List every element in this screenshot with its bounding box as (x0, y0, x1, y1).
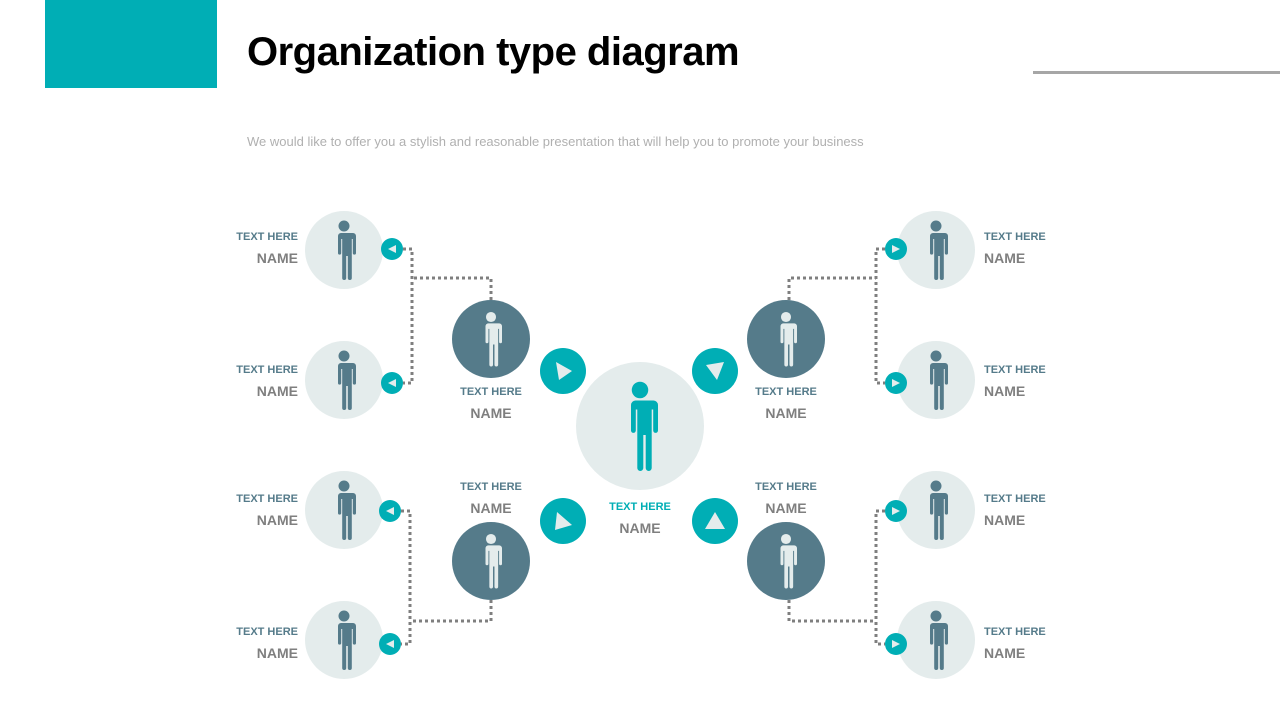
person-icon (924, 220, 948, 280)
member-name: NAME (256, 250, 298, 266)
arrow-right-icon (885, 633, 907, 655)
person-icon (332, 480, 356, 540)
member-node-left-1 (305, 211, 383, 289)
center-node (576, 362, 704, 490)
accent-block (45, 0, 217, 88)
person-icon (332, 610, 356, 670)
member-label-left-3: TEXT HERE NAME (218, 492, 298, 530)
member-label-right-3: TEXT HERE NAME (984, 492, 1064, 530)
triangle-arrow-icon (705, 512, 725, 529)
triangle-arrow-icon (892, 245, 900, 253)
person-icon (924, 480, 948, 540)
arrow-top-right-icon (692, 348, 738, 394)
member-text: TEXT HERE (236, 626, 298, 638)
triangle-arrow-icon (706, 362, 724, 380)
arrow-left-icon (381, 238, 403, 260)
triangle-arrow-icon (892, 640, 900, 648)
member-name: NAME (984, 512, 1026, 528)
header-rule (1033, 71, 1280, 74)
member-label-left-1: TEXT HERE NAME (218, 230, 298, 268)
person-icon (480, 311, 502, 367)
member-node-left-2 (305, 341, 383, 419)
member-label-right-2: TEXT HERE NAME (984, 363, 1064, 401)
manager-name: NAME (470, 500, 512, 516)
triangle-arrow-icon (555, 512, 572, 530)
manager-node-bottom-right (747, 522, 825, 600)
triangle-arrow-icon (386, 640, 394, 648)
member-name: NAME (984, 383, 1026, 399)
manager-label-bottom-right: TEXT HERE NAME (746, 480, 826, 518)
person-icon (775, 533, 797, 589)
member-text: TEXT HERE (984, 626, 1046, 638)
manager-name: NAME (470, 405, 512, 421)
manager-text: TEXT HERE (460, 481, 522, 493)
person-icon (924, 610, 948, 670)
member-text: TEXT HERE (984, 493, 1046, 505)
member-node-right-3 (897, 471, 975, 549)
manager-label-bottom-left: TEXT HERE NAME (451, 480, 531, 518)
member-node-right-2 (897, 341, 975, 419)
member-node-right-1 (897, 211, 975, 289)
manager-name: NAME (765, 405, 807, 421)
member-label-left-4: TEXT HERE NAME (218, 625, 298, 663)
page-subtitle: We would like to offer you a stylish and… (247, 134, 864, 149)
member-node-right-4 (897, 601, 975, 679)
member-name: NAME (984, 250, 1026, 266)
member-label-right-4: TEXT HERE NAME (984, 625, 1064, 663)
person-icon (332, 220, 356, 280)
member-name: NAME (256, 383, 298, 399)
person-icon (332, 350, 356, 410)
member-name: NAME (984, 645, 1026, 661)
triangle-arrow-icon (892, 507, 900, 515)
member-text: TEXT HERE (984, 231, 1046, 243)
member-node-left-3 (305, 471, 383, 549)
triangle-arrow-icon (556, 362, 572, 380)
person-icon (924, 350, 948, 410)
person-icon (480, 533, 502, 589)
member-text: TEXT HERE (236, 493, 298, 505)
triangle-arrow-icon (388, 379, 396, 387)
member-node-left-4 (305, 601, 383, 679)
arrow-bottom-left-icon (540, 498, 586, 544)
arrow-bottom-right-icon (692, 498, 738, 544)
member-name: NAME (256, 512, 298, 528)
center-name: NAME (619, 520, 661, 536)
arrow-right-icon (885, 372, 907, 394)
member-name: NAME (256, 645, 298, 661)
member-text: TEXT HERE (236, 364, 298, 376)
member-label-right-1: TEXT HERE NAME (984, 230, 1064, 268)
member-label-left-2: TEXT HERE NAME (218, 363, 298, 401)
center-label: TEXT HERE NAME (600, 500, 680, 538)
arrow-left-icon (379, 500, 401, 522)
manager-label-top-right: TEXT HERE NAME (746, 385, 826, 423)
manager-text: TEXT HERE (755, 386, 817, 398)
page-title: Organization type diagram (247, 30, 740, 74)
manager-node-bottom-left (452, 522, 530, 600)
arrow-left-icon (381, 372, 403, 394)
triangle-arrow-icon (386, 507, 394, 515)
center-text: TEXT HERE (609, 501, 671, 513)
member-text: TEXT HERE (236, 231, 298, 243)
manager-name: NAME (765, 500, 807, 516)
arrow-right-icon (885, 238, 907, 260)
triangle-arrow-icon (892, 379, 900, 387)
person-icon (775, 311, 797, 367)
manager-text: TEXT HERE (460, 386, 522, 398)
arrow-right-icon (885, 500, 907, 522)
manager-label-top-left: TEXT HERE NAME (451, 385, 531, 423)
manager-node-top-left (452, 300, 530, 378)
arrow-top-left-icon (540, 348, 586, 394)
person-icon (622, 379, 658, 473)
manager-node-top-right (747, 300, 825, 378)
member-text: TEXT HERE (984, 364, 1046, 376)
manager-text: TEXT HERE (755, 481, 817, 493)
triangle-arrow-icon (388, 245, 396, 253)
arrow-left-icon (379, 633, 401, 655)
